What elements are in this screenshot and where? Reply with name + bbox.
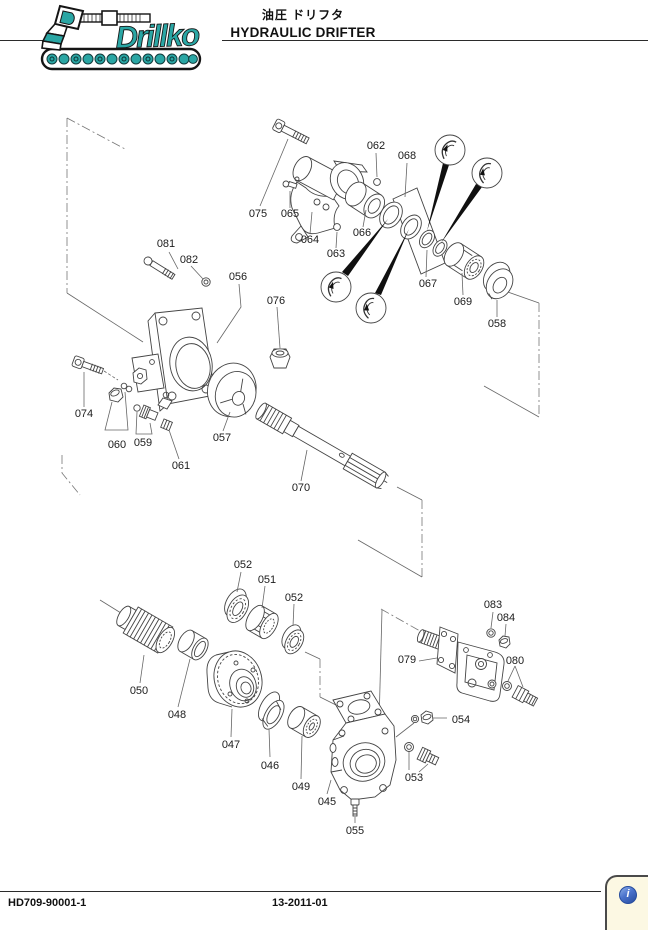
part-055-bolt — [350, 798, 360, 817]
part-059-fitting-group — [133, 404, 159, 421]
callout-057: 057 — [213, 432, 231, 444]
callout-080: 080 — [506, 655, 524, 667]
part-065-screw — [282, 176, 300, 189]
callout-055: 055 — [346, 825, 364, 837]
part-074-bolt — [71, 355, 105, 375]
callout-069: 069 — [454, 296, 472, 308]
part-066-bushing — [344, 181, 386, 219]
part-067-seal-rings — [419, 229, 448, 257]
callout-074: 074 — [75, 408, 93, 420]
part-070-shaft — [255, 402, 389, 490]
part-069-cylinder — [443, 242, 485, 280]
part-063-ball — [333, 223, 341, 231]
footer-doc-number: HD709-90001-1 — [8, 897, 87, 909]
part-049-roller-bearing — [287, 706, 321, 738]
callout-075: 075 — [249, 208, 267, 220]
callout-047: 047 — [222, 739, 240, 751]
info-panel-tab: i — [605, 875, 648, 930]
callout-051: 051 — [258, 574, 276, 586]
callout-052-2: 052 — [285, 592, 303, 604]
callout-046: 046 — [261, 760, 279, 772]
part-068-seal-rings — [379, 201, 422, 240]
page-title-english: HYDRAULIC DRIFTER — [230, 25, 376, 40]
part-050-coupling — [116, 605, 176, 654]
callout-052-1: 052 — [234, 559, 252, 571]
callout-060: 060 — [108, 439, 126, 451]
callout-068: 068 — [398, 150, 416, 162]
callout-054: 054 — [452, 714, 470, 726]
part-076-nut — [269, 348, 291, 369]
callout-066: 066 — [353, 227, 371, 239]
part-048-bushing — [177, 629, 209, 661]
part-062-ball — [373, 178, 381, 186]
callout-049: 049 — [292, 781, 310, 793]
callout-070: 070 — [292, 482, 310, 494]
logo-crawler-track — [40, 47, 202, 71]
callout-084: 084 — [497, 612, 515, 624]
callout-053: 053 — [405, 772, 423, 784]
part-075-bolt — [272, 118, 310, 145]
part-053-fitting-group — [404, 742, 440, 766]
part-080-fitting-group — [502, 681, 539, 707]
callout-067: 067 — [419, 278, 437, 290]
part-056-flange-plate — [131, 307, 216, 412]
part-081-bolt — [143, 256, 176, 280]
callout-076: 076 — [267, 295, 285, 307]
callout-045: 045 — [318, 796, 336, 808]
logo-drifter-icon — [41, 4, 151, 51]
part-047-gear — [206, 650, 263, 708]
callout-079: 079 — [398, 654, 416, 666]
brand-logo: Drillko — [40, 4, 202, 71]
part-052-bearing-2 — [281, 624, 305, 655]
part-082-nut — [201, 277, 211, 287]
callout-061: 061 — [172, 460, 190, 472]
footer-rule — [0, 891, 601, 892]
part-046-cup-washer — [258, 691, 285, 730]
callout-083: 083 — [484, 599, 502, 611]
part-054-plug-group — [410, 710, 434, 725]
part-074-axis — [103, 370, 119, 381]
zone-boundary-lines — [61, 117, 540, 763]
part-064-housing — [290, 156, 368, 244]
footer-date-code: 13-2011-01 — [272, 897, 328, 909]
callout-048: 048 — [168, 709, 186, 721]
callout-059: 059 — [134, 437, 152, 449]
part-058-flanged-ring — [482, 261, 514, 300]
part-052-bearing-1 — [224, 588, 249, 623]
logo-wordmark: Drillko — [115, 17, 200, 55]
part-084-plug — [498, 635, 511, 649]
part-045-housing — [329, 690, 397, 801]
callout-063: 063 — [327, 248, 345, 260]
callout-064: 064 — [301, 234, 319, 246]
part-060-plug-group — [108, 382, 133, 403]
callout-labels: 075 065 064 063 066 062 068 067 069 058 … — [75, 140, 524, 837]
part-057-cup — [207, 362, 257, 418]
page-title-block: 油圧 ドリフタ HYDRAULIC DRIFTER — [228, 6, 378, 40]
callout-050: 050 — [130, 685, 148, 697]
info-icon[interactable]: i — [619, 886, 637, 904]
part-079-motor — [416, 626, 505, 702]
callout-062: 062 — [367, 140, 385, 152]
part-083-oring — [486, 628, 496, 638]
page-title-japanese: 油圧 ドリフタ — [261, 8, 345, 22]
callout-082: 082 — [180, 254, 198, 266]
seal-magnifier-callouts — [320, 134, 503, 324]
header-rule-right — [222, 40, 648, 41]
callout-056: 056 — [229, 271, 247, 283]
callout-081: 081 — [157, 238, 175, 250]
header-rule-left — [0, 40, 52, 41]
part-061-pin — [160, 418, 173, 432]
callout-065: 065 — [281, 208, 299, 220]
callout-058: 058 — [488, 318, 506, 330]
leader-lines — [83, 138, 524, 823]
